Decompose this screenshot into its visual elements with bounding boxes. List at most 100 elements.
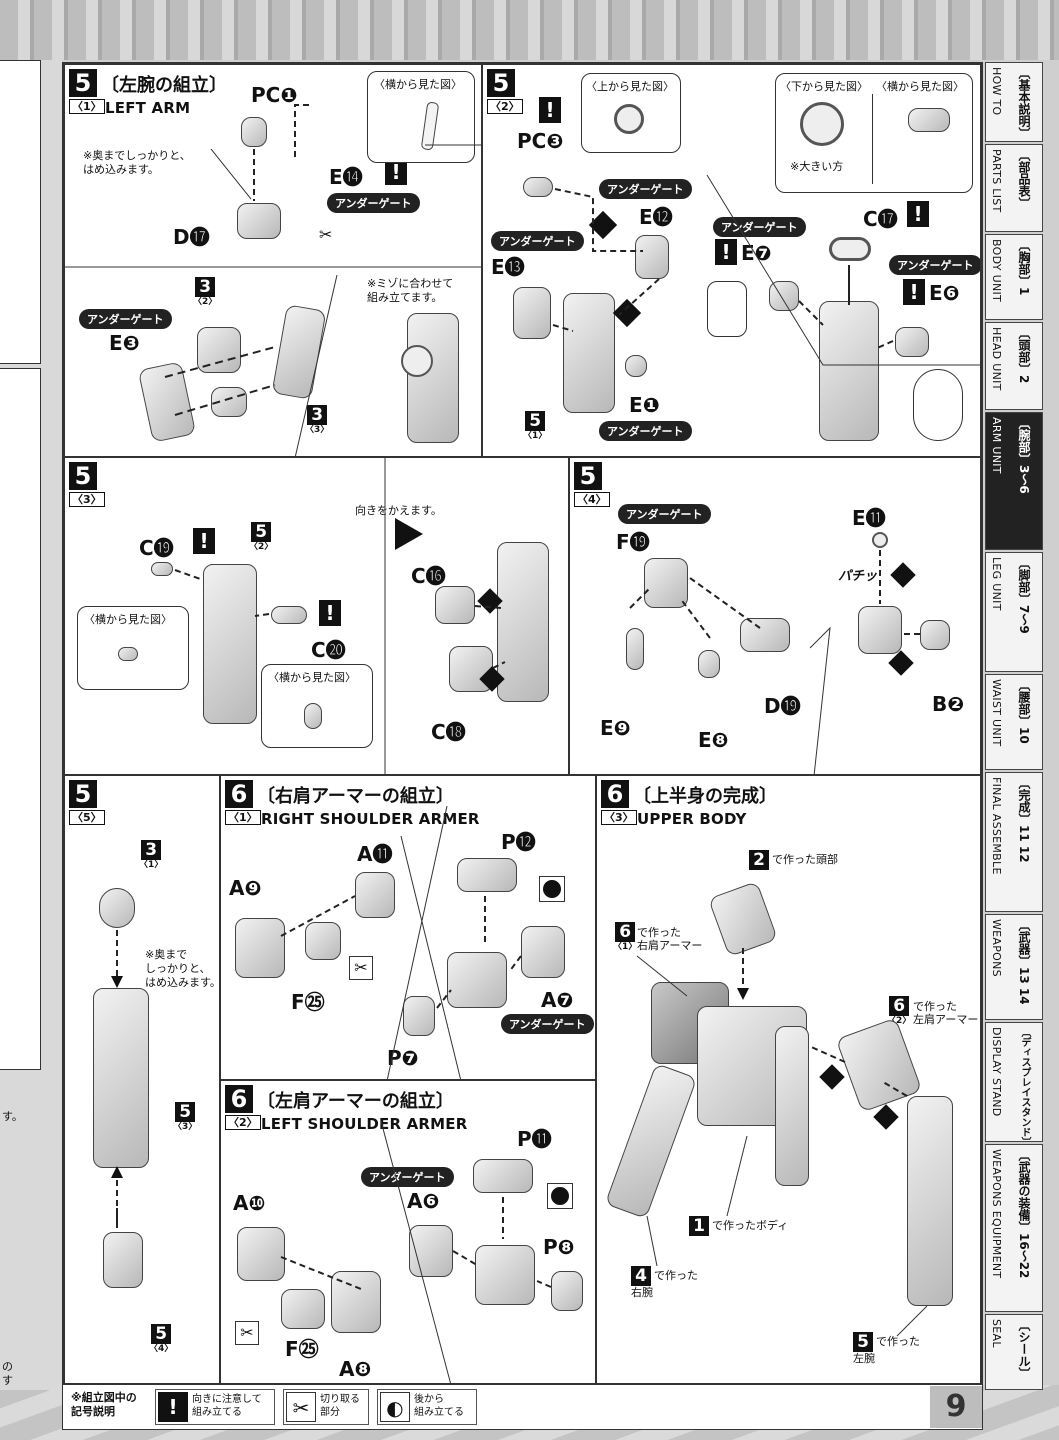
legend-text: 後から 組み立てる [414,1394,464,1418]
top-view-label: 〈上から見た図〉 [586,80,674,93]
step-5-2-guides [552,174,980,366]
ball-joint-part-icon [872,532,888,548]
polycap-part-icon [523,177,553,197]
part-label: E❽ [698,728,729,752]
orientation-warning-icon: ! [715,239,737,265]
step-number: 6 [225,1085,253,1113]
step-6-1-guides [280,805,522,1079]
prev-page-box [0,368,41,1070]
substep-label: 〈5〉 [69,810,105,825]
press-fit-note: ※奥までしっかりと、 はめ込みます。 [83,149,191,176]
part-label: F㉕ [285,1337,319,1361]
backpack-part-icon [775,1026,809,1186]
part-label: PC❶ [251,83,298,107]
step-5-3-guides [174,458,506,774]
armor-front-part-icon [403,996,435,1036]
nipper-cut-icon: ✂ [235,1321,259,1345]
forearm-assembly-icon [819,301,879,441]
part-label: E❶ [629,393,660,417]
substep-label: 〈4〉 [574,492,610,507]
nipper-cut-icon: ✂ [319,225,333,244]
orientation-warning-icon: ! [385,159,407,185]
page-number: 9 [930,1386,982,1428]
side-view-bubble: 〈横から見た図〉 [367,71,475,163]
under-gate-badge: アンダーゲート [491,231,584,251]
step-5-5-guides [111,930,123,1228]
reference-step-5-3: 5〈3〉 [173,1102,198,1132]
made-left-armor-label: で作った 左肩アーマー [913,1000,979,1026]
orientation-warning-icon: ! [539,97,561,123]
step-5-4-panel: 5 〈4〉 アンダーゲート F⓳ D⓳ E❾ E❽ E⓫ パチッ B❷ [569,457,981,775]
fingers-part-icon [740,618,790,652]
reference-step-5-4: 5〈4〉 [149,1324,174,1354]
step-title-jp: 〔左肩アーマーの組立〕 [257,1091,454,1112]
part-label: E❾ [600,716,631,740]
armor-core-part-icon [447,952,507,1008]
orientation-warning-icon: ! [907,201,929,227]
turn-arrow-icon [395,518,423,550]
step-5-3-panel: 5 〈3〉 C⓳ ! 5〈2〉 〈横から見た図〉 ! C⓴ 〈横から見た図〉 向… [64,457,569,775]
part-label: A❽ [339,1357,372,1381]
under-gate-badge: アンダーゲート [889,255,980,275]
hand-part-icon [858,606,902,654]
part-label: C⓱ [863,207,898,231]
armor-inner-part-icon [305,922,341,960]
step-5-2-panel: 5 〈2〉 ! PC❸ 〈上から見た図〉 アンダーゲート E⓬ アンダーゲート … [482,64,981,457]
cover-part-icon [635,235,669,279]
reference-step-6-1: 6〈1〉 [613,922,638,952]
part-label: PC❸ [517,129,564,153]
orientation-warning-icon: ! [319,600,341,626]
larger-side-note: ※大きい方 [790,160,844,173]
hand-assembly-icon [103,1232,143,1288]
part-icon [118,647,138,661]
under-gate-badge: アンダーゲート [599,421,692,441]
under-gate-badge: アンダーゲート [361,1167,454,1187]
side-view-bubble: 〈横から見た図〉 [261,664,373,748]
armor-top-part-icon [457,858,517,892]
detail-bubble [707,281,747,337]
substep-label: 〈2〉 [225,1115,261,1130]
hand-guard-part-icon [895,327,929,357]
armor-part-icon [237,1227,285,1281]
step-title-en: UPPER BODY [637,810,747,828]
cover-part-icon [435,586,475,624]
prev-page-text: の す [2,1360,13,1387]
side-view-bubble: 〈横から見た図〉 [77,606,189,690]
under-gate-badge: アンダーゲート [599,179,692,199]
arm-assembly-part-icon [407,313,459,443]
arm-joint-part-icon [237,203,281,239]
bottom-view-label: 〈下から見た図〉 [780,80,868,93]
hand-frame-part-icon [644,558,688,608]
nipper-cut-icon: ✂ [286,1392,316,1422]
cover-part-icon [271,606,307,624]
part-label: A❻ [407,1189,440,1213]
part-label: E❸ [109,331,140,355]
step-6-2-panel: 6 〈2〉 〔左肩アーマーの組立〕 LEFT SHOULDER ARMER P⓫… [220,1080,596,1384]
reference-step-6-2: 6〈2〉 [887,996,912,1026]
tab-seal[interactable]: 〔シール〕SEAL [985,1314,1043,1390]
tab-parts-list[interactable]: 〔部品表〕PARTS LIST [985,144,1043,232]
tab-how-to[interactable]: 〔基本説明〕HOW TO [985,62,1043,142]
side-view-label: 〈横から見た図〉 [84,613,172,626]
substep-label: 〈1〉 [225,810,261,825]
step-number: 5 [487,69,515,97]
part-label: E❼ [741,241,772,265]
step-number: 5 [69,69,97,97]
armor-part-icon [355,872,395,918]
previous-page-edge: す。 の す [0,60,62,1390]
step-number: 5 [574,462,602,490]
forearm-part-icon [563,293,615,413]
side-view-label: 〈横から見た図〉 [876,80,964,93]
arm-assembly-icon [93,988,149,1168]
